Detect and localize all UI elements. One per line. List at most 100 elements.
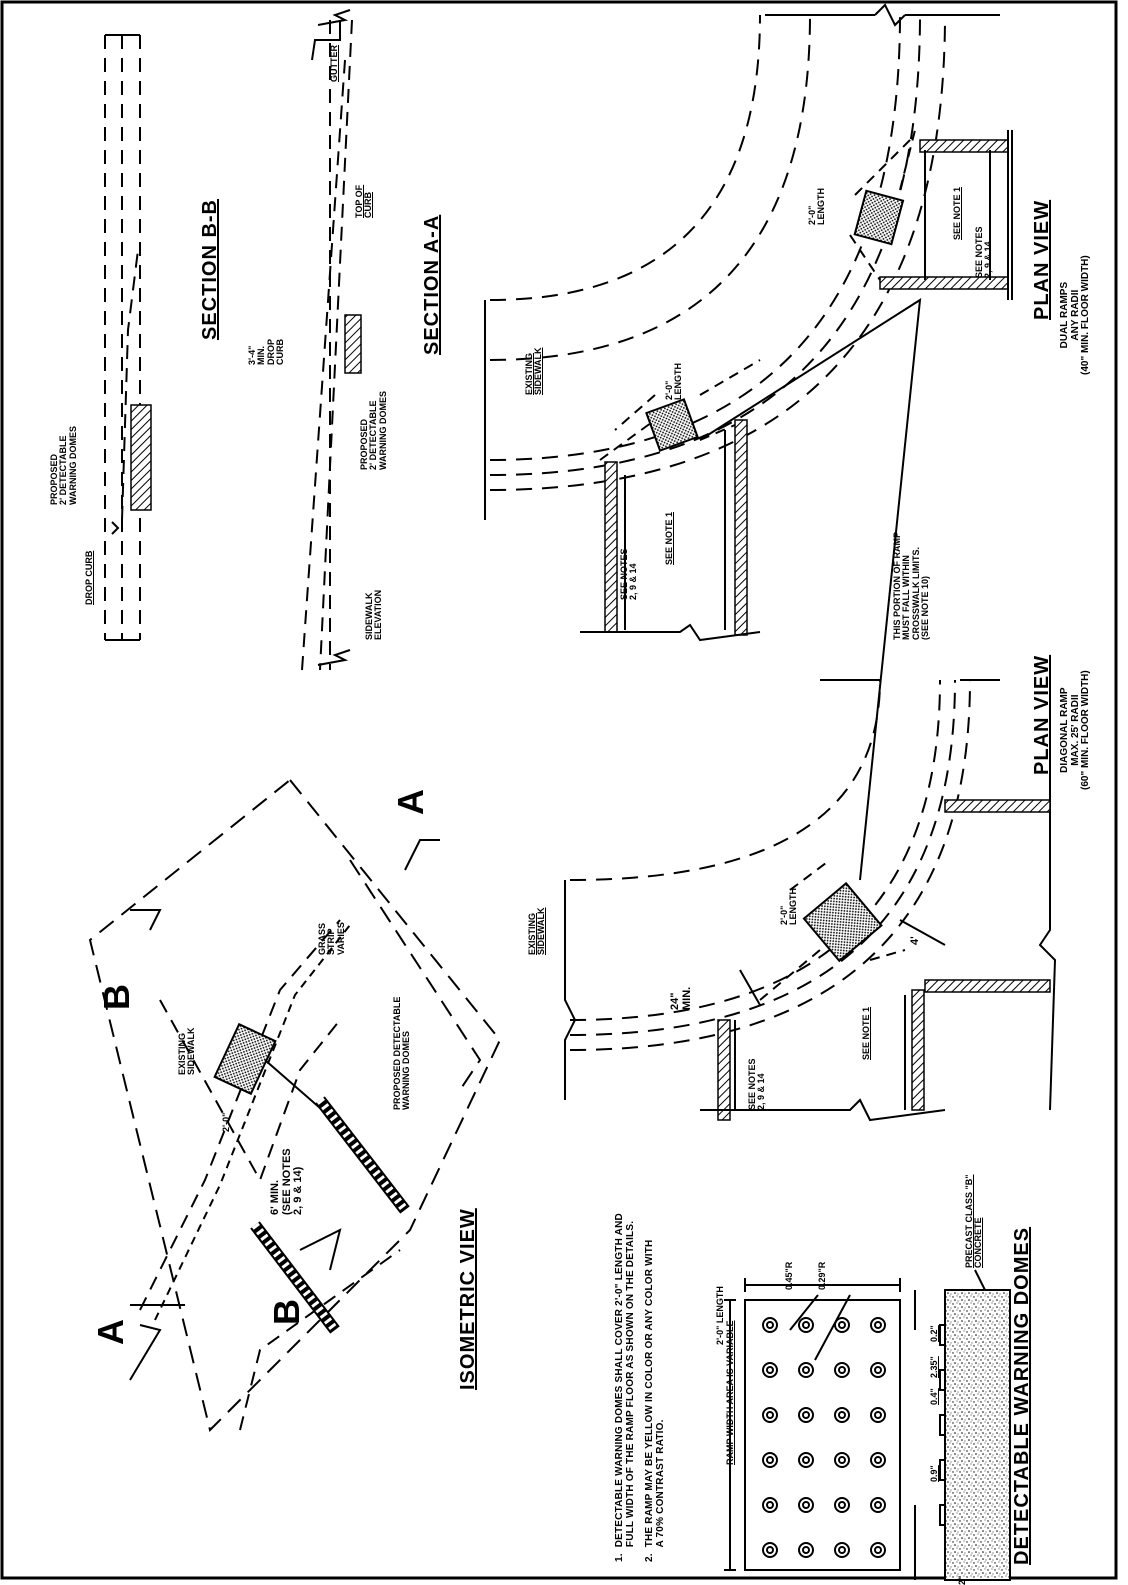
section-mark-a-left: A	[90, 1319, 131, 1345]
plan-dual-drawing	[484, 3, 1013, 642]
dome-circle	[762, 1407, 778, 1423]
dome-circle	[834, 1497, 850, 1513]
section-aa-drawing	[301, 9, 362, 671]
dome-circle	[838, 1411, 846, 1419]
domes-dim-02: 0.2"	[929, 1325, 939, 1342]
aa-proposed-domes-label: PROPOSED 2' DETECTABLE WARNING DOMES	[359, 390, 388, 470]
dome-circles	[762, 1317, 886, 1558]
iso-six-min: 6' MIN. (SEE NOTES 2, 9 & 14)	[269, 1148, 305, 1215]
section-mark-a-right: A	[390, 789, 431, 815]
dome-circle	[766, 1456, 774, 1464]
dome-circle	[870, 1317, 886, 1333]
dome-circle	[762, 1317, 778, 1333]
dome-circle	[834, 1317, 850, 1333]
dome-circle	[766, 1411, 774, 1419]
dome-circle	[834, 1407, 850, 1423]
aa-drop-curb-min-label: 3'-4" MIN. DROP CURB	[247, 338, 286, 365]
dome-circle	[798, 1362, 814, 1378]
plan-diagonal-title: PLAN VIEW	[1031, 654, 1053, 775]
dome-circle	[802, 1321, 810, 1329]
section-bb-title: SECTION B-B	[199, 199, 221, 340]
aa-sidewalk-elevation-label: SIDEWALK ELEVATION	[364, 589, 384, 640]
diag-length: 2'-0" LENGTH	[779, 888, 799, 925]
dual-length-2: 2'-0" LENGTH	[807, 188, 827, 225]
bb-dome-strip	[130, 404, 152, 511]
dome-circle	[870, 1497, 886, 1513]
dome-circle	[762, 1452, 778, 1468]
iso-existing-sidewalk: EXISTING SIDEWALK	[177, 1027, 197, 1075]
domes-dim-235: 2.35"	[929, 1356, 939, 1378]
dome-circle	[838, 1546, 846, 1554]
dome-circle	[766, 1546, 774, 1554]
bb-proposed-domes-label: PROPOSED 2' DETECTABLE WARNING DOMES	[49, 425, 78, 505]
domes-r045: 0.45"R	[784, 1261, 794, 1290]
isometric-drawing	[88, 778, 502, 1432]
dome-circle	[874, 1456, 882, 1464]
plan-diagonal-drawing	[564, 679, 1057, 1122]
plan-diagonal-subtitle: DIAGONAL RAMP MAX. 25' RADII (60" MIN. F…	[1059, 670, 1091, 790]
dome-circle	[870, 1542, 886, 1558]
dome-circle	[874, 1321, 882, 1329]
plan-dual-subtitle: DUAL RAMPS ANY RADII (40" MIN. FLOOR WID…	[1059, 255, 1091, 375]
section-bb-drawing	[104, 34, 152, 641]
dome-circle	[874, 1366, 882, 1374]
crosswalk-leader	[699, 298, 922, 881]
dome-circle	[834, 1542, 850, 1558]
domes-dim-09: 0.9"	[929, 1465, 939, 1482]
dome-circle	[766, 1501, 774, 1509]
section-mark-b-top: B	[96, 984, 137, 1010]
dual-see-note-1a: SEE NOTE 1	[664, 511, 674, 565]
dome-circle	[798, 1317, 814, 1333]
dome-circle	[798, 1542, 814, 1558]
dual-see-note-1b: SEE NOTE 1	[952, 186, 962, 240]
note-2: 2. THE RAMP MAY BE YELLOW IN COLOR OR AN…	[644, 1239, 666, 1562]
domes-detail-title: DETECTABLE WARNING DOMES	[1011, 1226, 1033, 1565]
section-mark-b-bottom: B	[266, 1299, 307, 1325]
dome-circle	[802, 1411, 810, 1419]
dual-dome-2	[853, 189, 905, 246]
iso-proposed-domes: PROPOSED DETECTABLE WARNING DOMES	[392, 996, 412, 1110]
dual-see-notes-a: SEE NOTES 2, 9 & 14	[619, 548, 639, 600]
aa-top-of-curb-label: TOP OF CURB	[354, 184, 374, 218]
dome-circle	[802, 1546, 810, 1554]
dual-existing-sidewalk: EXISTING SIDEWALK	[524, 347, 544, 395]
dome-circle	[834, 1362, 850, 1378]
diag-existing-sidewalk: EXISTING SIDEWALK	[527, 907, 547, 955]
dome-circle	[870, 1452, 886, 1468]
dome-circle	[802, 1501, 810, 1509]
dual-dome-1	[645, 398, 699, 452]
dome-circle	[874, 1411, 882, 1419]
dome-circle	[838, 1501, 846, 1509]
dome-circle	[870, 1362, 886, 1378]
iso-grass-strip: GRASS STRIP VARIES	[317, 922, 346, 955]
dual-length-1: 2'-0" LENGTH	[664, 363, 684, 400]
diag-see-notes: SEE NOTES 2, 9 & 14	[747, 1058, 767, 1110]
dome-circle	[766, 1321, 774, 1329]
note-1: 1. DETECTABLE WARNING DOMES SHALL COVER …	[614, 1213, 636, 1562]
dome-circle	[762, 1497, 778, 1513]
domes-detail-drawing	[724, 1269, 1011, 1581]
dome-plan-box	[744, 1299, 901, 1571]
aa-dome-strip	[344, 314, 362, 374]
section-aa-title: SECTION A-A	[421, 214, 443, 355]
dome-circle	[802, 1456, 810, 1464]
diag-see-note-1: SEE NOTE 1	[861, 1006, 871, 1060]
crosswalk-note: THIS PORTION OF RAMP MUST FALL WITHIN CR…	[892, 532, 931, 640]
dome-circle	[874, 1501, 882, 1509]
domes-length: 2'-0" LENGTH	[715, 1286, 725, 1345]
dome-circle	[762, 1362, 778, 1378]
dome-circle	[802, 1366, 810, 1374]
diag-4ft: 4'	[909, 936, 921, 945]
diag-24-min: 24" MIN.	[669, 986, 693, 1010]
dome-circle	[766, 1366, 774, 1374]
domes-precast: PRECAST CLASS "B" CONCRETE	[964, 1174, 984, 1268]
dome-circle	[838, 1366, 846, 1374]
dual-see-notes-b: SEE NOTES 2, 9 & 14	[974, 226, 994, 278]
dome-circle	[798, 1497, 814, 1513]
concrete-section	[944, 1289, 1011, 1581]
domes-dim-04: 0.4"	[929, 1388, 939, 1405]
bb-drop-curb-label: DROP CURB	[84, 550, 94, 605]
